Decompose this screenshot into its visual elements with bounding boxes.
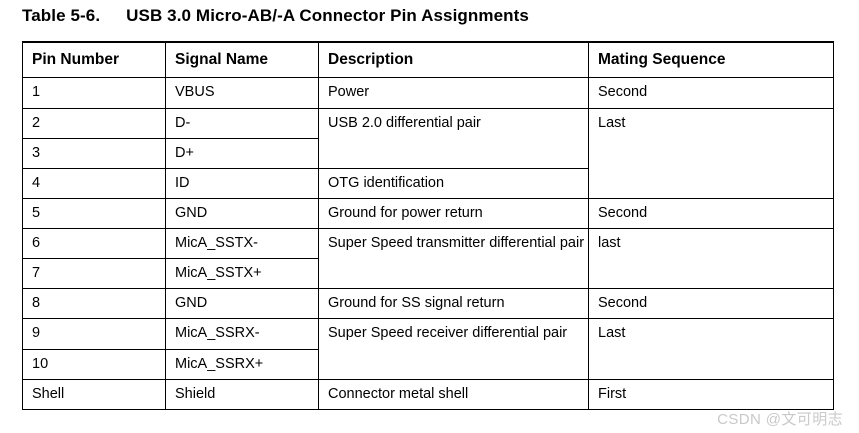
cell-pin-number: 3 — [22, 137, 166, 169]
cell-pin-number: 9 — [22, 318, 166, 350]
table-row: 9 MicA_SSRX- Super Speed receiver differ… — [22, 318, 834, 380]
cell-mating-sequence: Second — [588, 77, 834, 109]
column-header-pin-number: Pin Number — [22, 41, 166, 79]
cell-mating-sequence: Last — [588, 107, 834, 199]
cell-description: Super Speed receiver differential pair — [318, 318, 589, 380]
column-header-signal-name: Signal Name — [165, 41, 319, 79]
table-row: 10 MicA_SSRX+ — [22, 348, 834, 380]
pin-assignments-table: Pin Number Signal Name Description Matin… — [22, 41, 834, 410]
cell-description: Ground for power return — [318, 197, 589, 230]
cell-mating-sequence: First — [588, 378, 834, 410]
table-caption-label: Table 5-6. — [22, 6, 101, 25]
cell-description: Super Speed transmitter differential pai… — [318, 228, 589, 290]
table-row: 2 D- USB 2.0 differential pair Last — [22, 107, 834, 199]
cell-signal-name: GND — [165, 288, 319, 320]
cell-signal-name: MicA_SSRX- — [165, 318, 319, 350]
cell-pin-number: 7 — [22, 258, 166, 290]
cell-signal-name: MicA_SSRX+ — [165, 348, 319, 380]
table-row: 6 MicA_SSTX- Super Speed transmitter dif… — [22, 228, 834, 290]
cell-description: Connector metal shell — [318, 378, 589, 410]
cell-description: OTG identification — [318, 167, 589, 199]
cell-signal-name: ID — [165, 167, 319, 199]
cell-pin-number: 8 — [22, 288, 166, 320]
cell-signal-name: MicA_SSTX- — [165, 228, 319, 260]
cell-description: Power — [318, 77, 589, 109]
cell-pin-number: 1 — [22, 77, 166, 109]
table-row: Shell Shield Connector metal shell First — [22, 378, 834, 410]
cell-signal-name: GND — [165, 197, 319, 230]
cell-mating-sequence: Second — [588, 288, 834, 320]
table-caption: Table 5-6. USB 3.0 Micro-AB/-A Connector … — [22, 6, 529, 26]
cell-mating-sequence: last — [588, 228, 834, 290]
cell-pin-number: 2 — [22, 107, 166, 139]
cell-mating-sequence: Last — [588, 318, 834, 380]
column-header-description: Description — [318, 41, 589, 79]
cell-signal-name: D+ — [165, 137, 319, 169]
table-caption-title: USB 3.0 Micro-AB/-A Connector Pin Assign… — [126, 6, 529, 25]
cell-pin-number: 10 — [22, 348, 166, 380]
table-row: 5 GND Ground for power return Second — [22, 197, 834, 230]
table-header-row: Pin Number Signal Name Description Matin… — [22, 41, 834, 79]
cell-signal-name: Shield — [165, 378, 319, 410]
cell-mating-sequence: Second — [588, 197, 834, 230]
cell-pin-number: 4 — [22, 167, 166, 199]
table-row: 8 GND Ground for SS signal return Second — [22, 288, 834, 320]
table-row: 7 MicA_SSTX+ — [22, 258, 834, 290]
table-row: 3 D+ — [22, 137, 834, 169]
column-header-mating-sequence: Mating Sequence — [588, 41, 834, 79]
cell-pin-number: 6 — [22, 228, 166, 260]
table-row: 1 VBUS Power Second — [22, 77, 834, 109]
cell-pin-number: 5 — [22, 197, 166, 230]
cell-pin-number: Shell — [22, 378, 166, 410]
table-row: 4 ID OTG identification — [22, 167, 834, 199]
csdn-watermark: CSDN @文可明志 — [717, 411, 843, 428]
cell-signal-name: VBUS — [165, 77, 319, 109]
cell-signal-name: D- — [165, 107, 319, 139]
cell-description: Ground for SS signal return — [318, 288, 589, 320]
cell-description: USB 2.0 differential pair — [318, 107, 589, 169]
cell-signal-name: MicA_SSTX+ — [165, 258, 319, 290]
